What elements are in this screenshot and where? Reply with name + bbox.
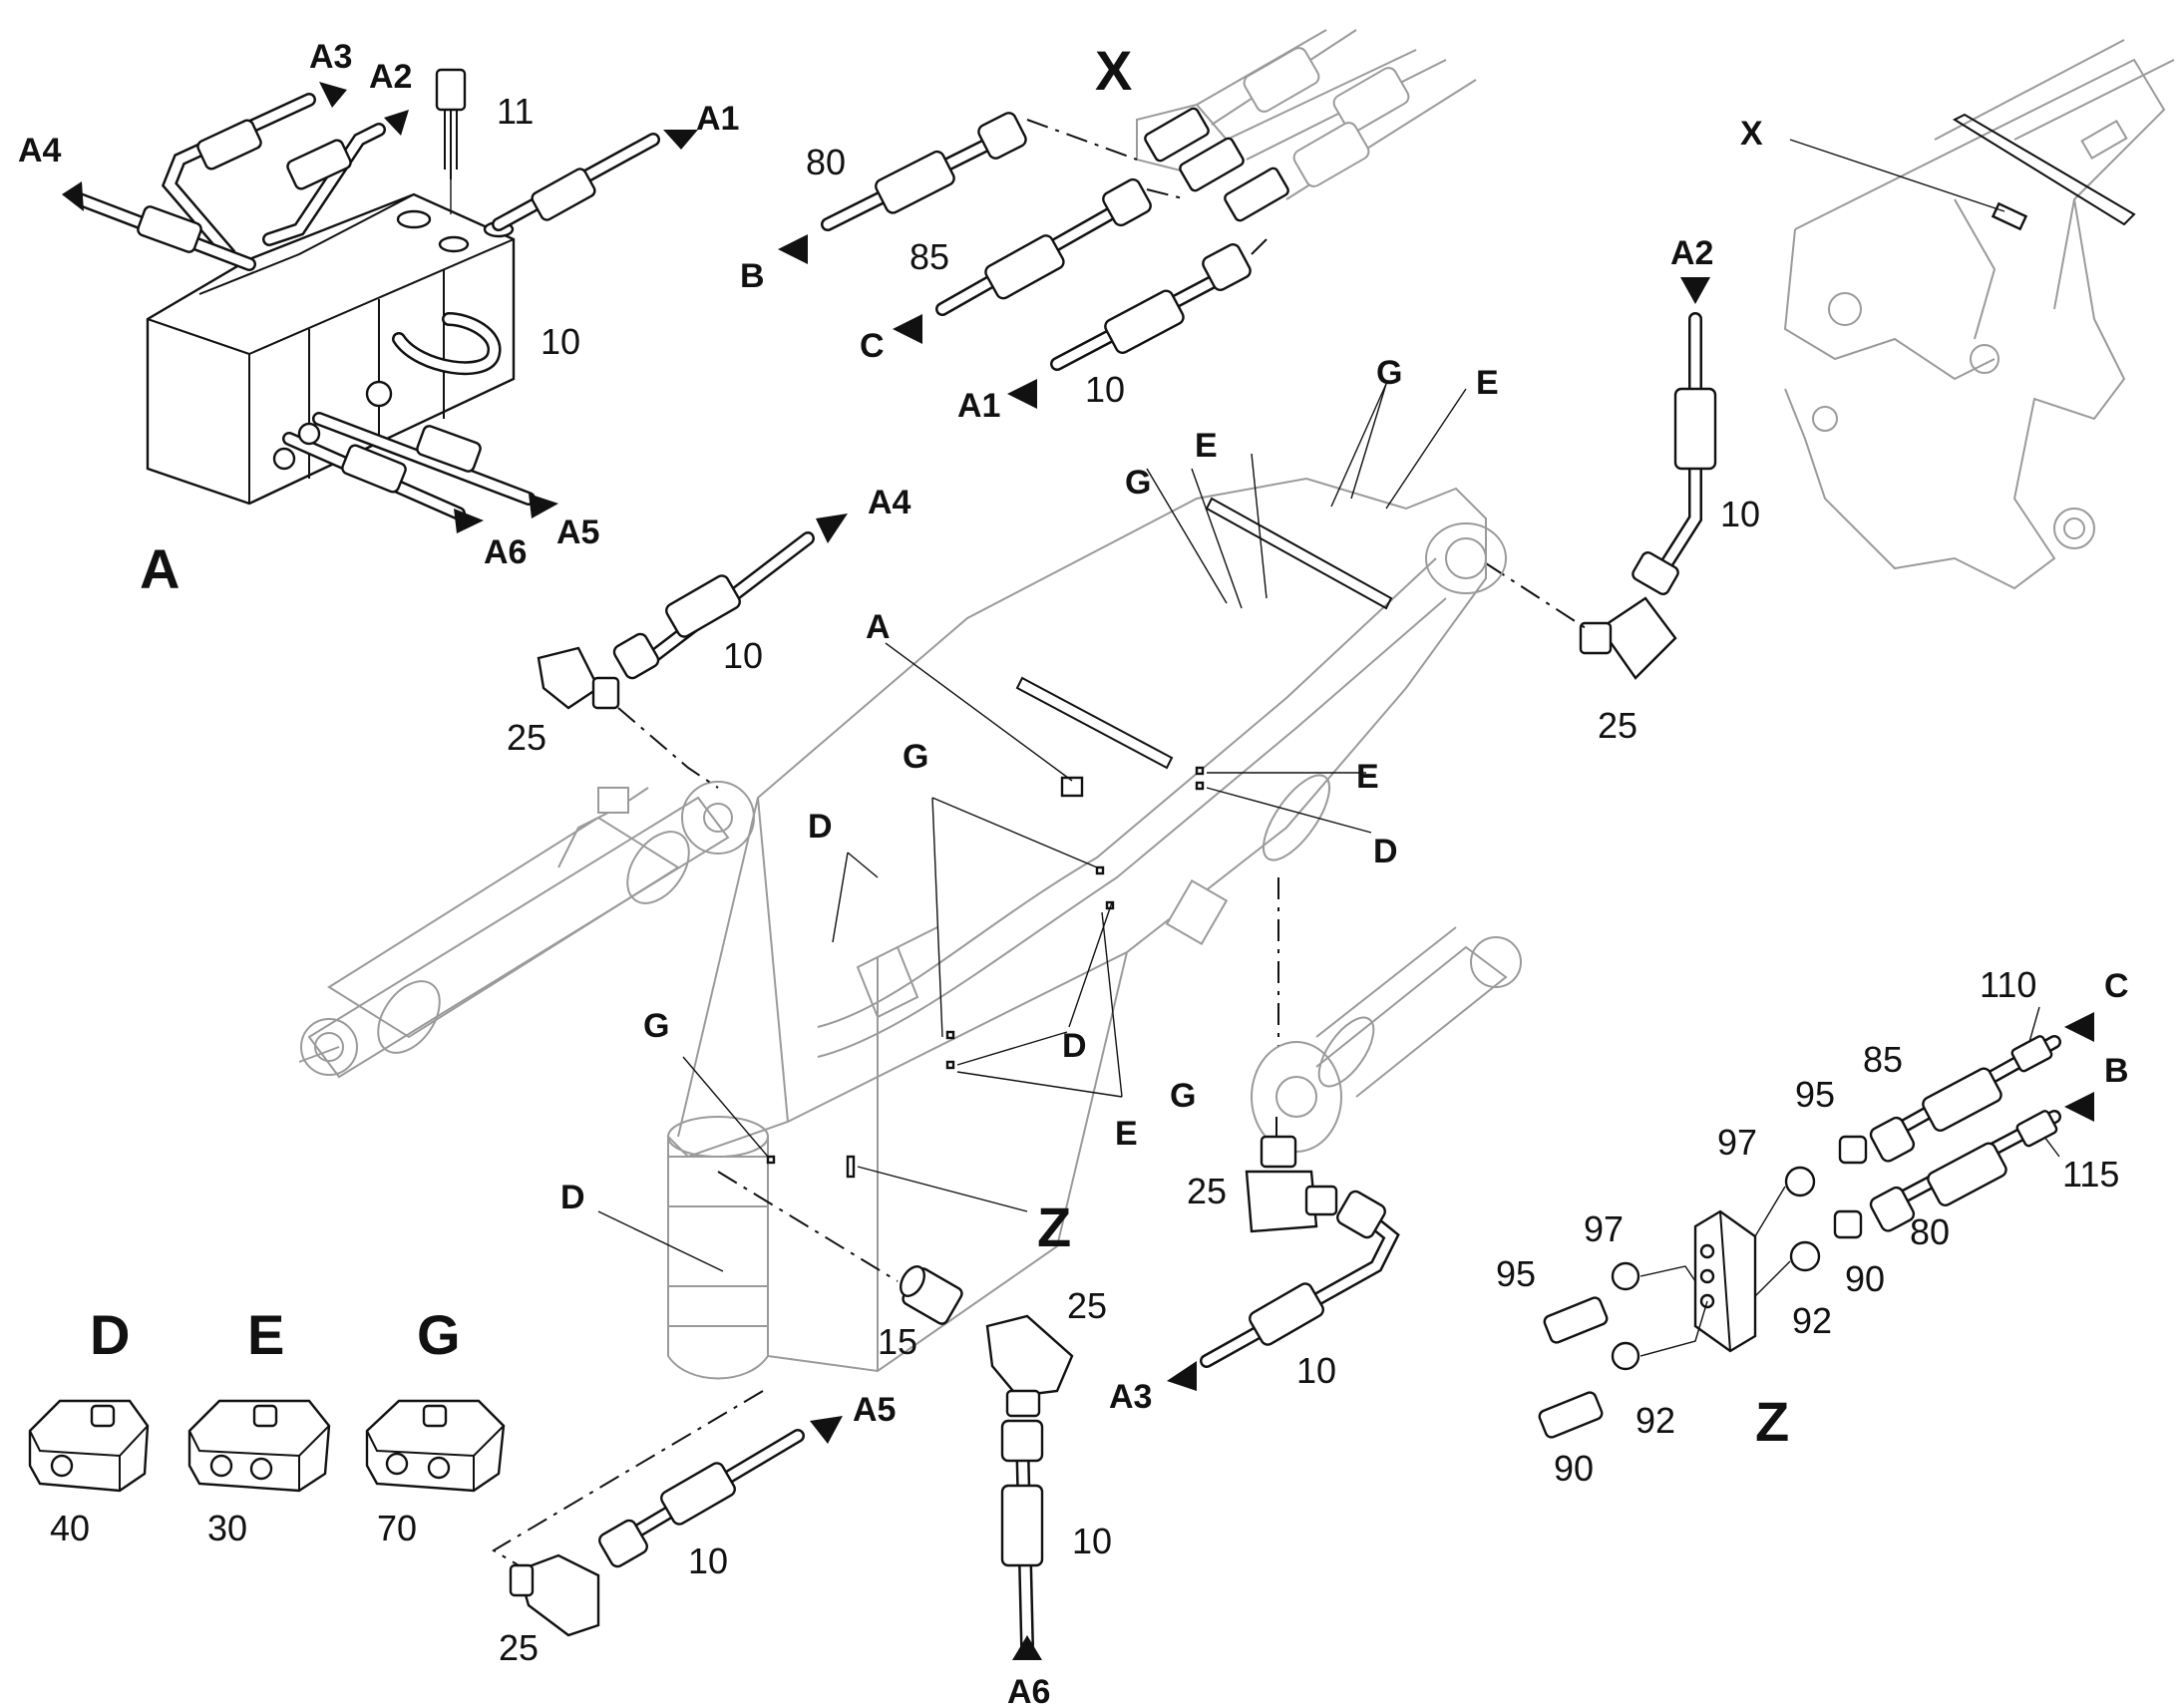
- item-25-center-label: 25: [1067, 1285, 1107, 1326]
- clamp-d-letter: D: [90, 1303, 130, 1366]
- item-10-a3-label: 10: [1296, 1350, 1336, 1391]
- item-10-right-label: 10: [1720, 494, 1760, 534]
- port-a3-label: A3: [1109, 1378, 1152, 1416]
- callout-g3: G: [903, 738, 928, 776]
- item-10-label: 10: [541, 321, 580, 362]
- item-10-a4-label: 10: [723, 635, 763, 676]
- callout-d2: D: [808, 808, 833, 846]
- callout-e2: E: [1476, 364, 1499, 402]
- item-95-left-label: 95: [1496, 1253, 1536, 1294]
- view-z-label: Z: [1755, 1390, 1789, 1453]
- hose-a2-assembly: [1485, 277, 1717, 680]
- clamp-d: [28, 1399, 150, 1493]
- callout-a-boom: A: [866, 608, 891, 646]
- item-80-label: 80: [806, 142, 846, 182]
- port-c-label: C: [860, 327, 885, 365]
- bottom-center-assembly: [717, 1171, 1074, 1660]
- item-10-a5-label: 10: [688, 1540, 728, 1581]
- item-10-x-label: 10: [1085, 369, 1125, 410]
- clamp-g-number: 70: [377, 1508, 417, 1548]
- callout-e3: E: [1356, 758, 1379, 796]
- item-92-left-label: 92: [1635, 1400, 1675, 1441]
- item-25-a4-label: 25: [507, 717, 546, 758]
- item-25-right-label: 25: [1598, 705, 1637, 746]
- item-92-z-label: 92: [1792, 1300, 1832, 1341]
- callout-d3: D: [1062, 1027, 1087, 1065]
- item-80-z-label: 80: [1910, 1211, 1950, 1252]
- port-a2-right-label: A2: [1670, 234, 1713, 272]
- item-110-label: 110: [1980, 964, 2036, 1005]
- port-b-label: B: [740, 257, 765, 295]
- item-95-z-label: 95: [1795, 1074, 1835, 1115]
- item-97-z-label: 97: [1717, 1122, 1757, 1163]
- item-15-label: 15: [878, 1321, 917, 1362]
- callout-x-label: X: [1740, 115, 1763, 153]
- port-a2-label: A2: [369, 58, 412, 96]
- view-a-label: A: [140, 537, 180, 600]
- item-115-label: 115: [2062, 1154, 2119, 1195]
- hose-a5-assembly: [492, 1390, 843, 1637]
- callout-e1: E: [1195, 427, 1218, 465]
- item-11-label: 11: [497, 91, 534, 132]
- port-b-z-label: B: [2104, 1052, 2129, 1090]
- view-x-assembly: [778, 29, 1477, 409]
- callout-g1: G: [1125, 464, 1151, 502]
- callout-z-boom: Z: [1037, 1196, 1071, 1258]
- item-90-left-label: 90: [1554, 1448, 1594, 1489]
- view-z-assembly: [1538, 1006, 2094, 1439]
- port-c-z-label: C: [2104, 967, 2129, 1005]
- clamp-e: [187, 1399, 331, 1493]
- clamp-g: [365, 1399, 506, 1493]
- port-a4-label: A4: [18, 132, 62, 170]
- port-a4-boom-label: A4: [868, 484, 911, 521]
- item-97-left-label: 97: [1584, 1208, 1624, 1249]
- port-a6-bottom-label: A6: [1007, 1673, 1050, 1708]
- left-cylinder-assembly: [298, 513, 848, 1079]
- machine-frame-sketch: [1783, 39, 2175, 590]
- item-85-label: 85: [909, 236, 949, 277]
- callout-e4: E: [1115, 1115, 1138, 1153]
- callout-d1: D: [1373, 833, 1398, 870]
- clamp-e-number: 30: [207, 1508, 247, 1548]
- valve-block-a: [62, 68, 698, 533]
- right-cylinder-assembly: [1167, 926, 1522, 1391]
- port-a1-x-label: A1: [957, 387, 1000, 425]
- item-85-z-label: 85: [1863, 1039, 1903, 1080]
- clamp-g-letter: G: [417, 1303, 461, 1366]
- callout-g-right: G: [1170, 1077, 1196, 1115]
- clamp-e-letter: E: [247, 1303, 284, 1366]
- item-25-a3-label: 25: [1187, 1171, 1227, 1211]
- clamp-d-number: 40: [50, 1508, 90, 1548]
- port-a5-label: A5: [556, 513, 599, 551]
- view-x-label: X: [1095, 39, 1132, 102]
- item-25-a5-label: 25: [499, 1627, 539, 1668]
- port-a1-label: A1: [696, 100, 739, 138]
- port-a6-label: A6: [484, 533, 527, 571]
- callout-g2: G: [1376, 354, 1402, 392]
- item-10-a6-label: 10: [1072, 1521, 1112, 1561]
- port-a3-label: A3: [309, 38, 352, 76]
- callout-g4: G: [643, 1007, 669, 1045]
- port-a5-bottom-label: A5: [853, 1391, 896, 1429]
- item-90-z-label: 90: [1845, 1258, 1885, 1299]
- callout-d4: D: [560, 1179, 585, 1216]
- boom-sketch: [597, 383, 1507, 1380]
